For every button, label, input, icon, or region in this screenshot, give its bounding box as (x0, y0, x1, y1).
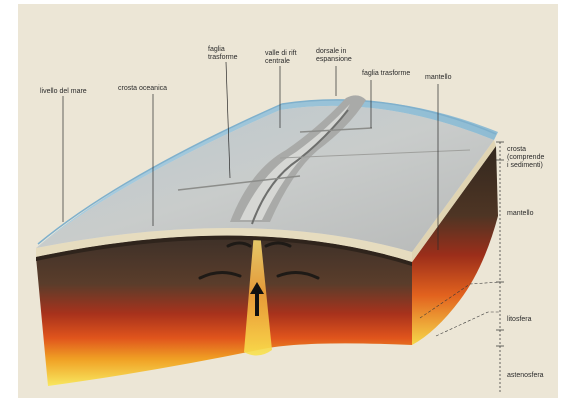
depth-scale (496, 142, 504, 392)
label-asthenosphere: astenosfera (507, 372, 544, 380)
label-mantle-side: mantello (507, 210, 533, 218)
label-transform-fault-2: faglia trasforme (362, 70, 410, 78)
label-mantle-top: mantello (425, 74, 451, 82)
block-front-face (36, 236, 412, 386)
label-crust-including-sediments: crosta (comprende i sedimenti) (507, 146, 544, 170)
label-central-rift-valley: valle di rift centrale (265, 50, 297, 66)
label-lithosphere: litosfera (507, 316, 532, 324)
label-spreading-ridge: dorsale in espansione (316, 48, 352, 64)
label-transform-fault-1: faglia trasforme (208, 46, 238, 62)
label-oceanic-crust: crosta oceanica (118, 85, 167, 93)
label-sea-level: livello del mare (40, 88, 87, 96)
